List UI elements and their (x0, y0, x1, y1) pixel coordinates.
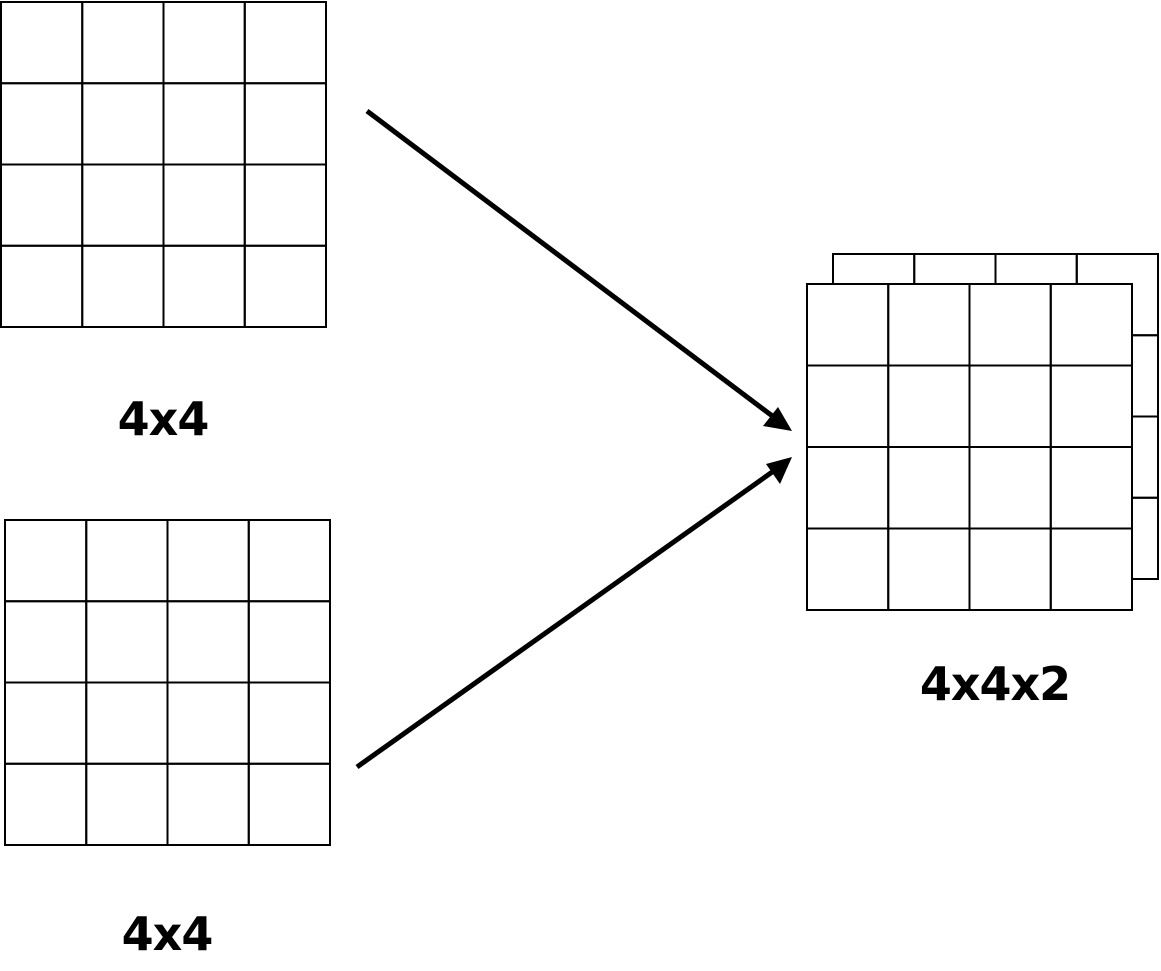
output-front-grid-cell (1049, 527, 1133, 611)
top-arrow-head (763, 407, 792, 431)
output-label: 4x4x2 (920, 657, 1070, 711)
bottom-arrow-head (766, 457, 792, 484)
bottom-input-grid-cell (247, 762, 331, 846)
bottom-input-grid (4, 519, 331, 846)
top-arrow-shaft (365, 109, 777, 420)
top-input-grid-cell (243, 244, 327, 328)
top-arrow (365, 109, 792, 431)
output-front-grid (806, 283, 1133, 611)
top-input-grid (0, 1, 327, 328)
top-input-label: 4x4 (118, 392, 209, 446)
bottom-arrow-shaft (355, 467, 777, 770)
bottom-arrow (355, 457, 792, 770)
bottom-input-label: 4x4 (122, 907, 213, 961)
